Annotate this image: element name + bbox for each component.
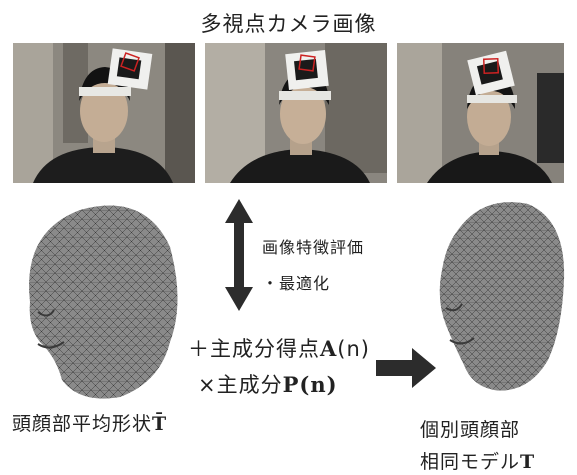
formula-line2-arg: (n) bbox=[299, 372, 338, 397]
process-label-line2: ・最適化 bbox=[262, 274, 331, 293]
formula-line1-text: ＋主成分得点 bbox=[188, 337, 320, 361]
caption-individual-model-line1: 個別頭顔部 bbox=[420, 419, 521, 441]
formula-line2-symbol: P bbox=[282, 372, 300, 397]
average-face-mesh bbox=[29, 205, 178, 399]
right-arrow-icon bbox=[376, 348, 436, 388]
caption-average-shape-symbol: T̄ bbox=[152, 413, 168, 435]
camera-view-profile bbox=[397, 43, 564, 183]
formula-line1: ＋主成分得点A(n) bbox=[188, 333, 370, 363]
formula-line2-text: ×主成分 bbox=[198, 373, 283, 397]
camera-view-front bbox=[13, 43, 195, 183]
caption-individual-model-symbol: T bbox=[520, 451, 536, 473]
bidirectional-arrow-icon bbox=[225, 199, 253, 311]
caption-individual-model-text: 相同モデル bbox=[420, 451, 521, 473]
caption-average-shape-text: 頭顔部平均形状 bbox=[12, 413, 153, 435]
individual-face-mesh bbox=[439, 202, 565, 391]
formula-line1-symbol: A bbox=[320, 336, 338, 361]
camera-view-side bbox=[205, 43, 387, 183]
process-label-line1: 画像特徴評価 bbox=[262, 238, 365, 257]
formula-line2: ×主成分P(n) bbox=[198, 369, 338, 399]
formula-line1-arg: (n) bbox=[337, 337, 370, 361]
caption-average-shape: 頭顔部平均形状T̄ bbox=[12, 409, 167, 436]
caption-individual-model-line2: 相同モデルT bbox=[420, 447, 535, 474]
figure-title: 多視点カメラ画像 bbox=[200, 12, 377, 36]
